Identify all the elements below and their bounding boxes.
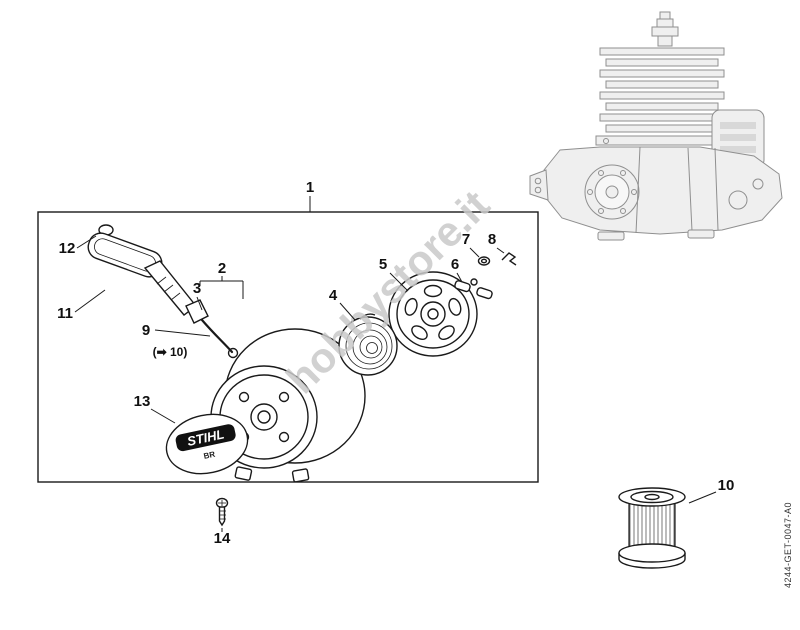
callout-7[interactable]: 7 — [462, 231, 480, 258]
spark-plug-illustration — [651, 11, 679, 47]
stihl-logo-band — [175, 424, 236, 452]
washer — [477, 256, 491, 266]
callout-5[interactable]: 5 — [379, 256, 409, 292]
callout-14[interactable]: 14 — [214, 528, 231, 547]
callout-11-label[interactable]: 11 — [57, 305, 73, 322]
starter-pulley — [388, 271, 478, 357]
callout-8[interactable]: 8 — [488, 231, 505, 254]
starter-rope — [200, 318, 234, 354]
callout-6[interactable]: 6 — [451, 256, 463, 283]
callout-14-label[interactable]: 14 — [214, 530, 231, 547]
crankcase-illustration — [529, 146, 783, 241]
callout-8-label[interactable]: 8 — [488, 231, 496, 248]
callout-3[interactable]: 3 — [193, 280, 203, 311]
document-code: 4244-GET-0047-A0 — [783, 502, 793, 588]
callout-9-label[interactable]: 9 — [142, 322, 150, 339]
cylinder-illustration — [595, 47, 729, 146]
callout-1-label[interactable]: 1 — [306, 179, 314, 196]
callout-10[interactable]: 10 — [688, 477, 735, 504]
callout-3-label[interactable]: 3 — [193, 280, 201, 297]
screw — [215, 497, 229, 527]
callout-4-label[interactable]: 4 — [329, 287, 338, 304]
assembly-boundary-box — [37, 211, 539, 483]
callout-6-label[interactable]: 6 — [451, 256, 459, 273]
callout-10-label[interactable]: 10 — [718, 477, 735, 494]
callout-12[interactable]: 12 — [59, 235, 97, 257]
callout-12-label[interactable]: 12 — [59, 240, 76, 257]
rope-spool — [618, 487, 686, 569]
callout-13-label[interactable]: 13 — [134, 393, 151, 410]
spring-clip — [501, 252, 517, 266]
pawl-kit — [454, 278, 493, 300]
engine-assembly-illustration — [529, 11, 783, 241]
rewind-spring — [338, 313, 398, 376]
callout-9-reference[interactable]: (➡ 10) — [153, 345, 188, 359]
callout-13[interactable]: 13 — [134, 393, 176, 424]
callout-7-label[interactable]: 7 — [462, 231, 470, 248]
callout-4[interactable]: 4 — [329, 287, 356, 321]
callout-11[interactable]: 11 — [57, 289, 106, 322]
callout-1[interactable]: 1 — [306, 179, 314, 212]
fan-cover-disc: STIHL BR — [165, 413, 249, 475]
model-label: BR — [203, 450, 216, 461]
callout-9[interactable]: 9 (➡ 10) — [142, 322, 211, 359]
starter-grip — [87, 224, 197, 316]
rope-bushing — [185, 299, 209, 324]
callout-2-label[interactable]: 2 — [218, 260, 226, 277]
callout-5-label[interactable]: 5 — [379, 256, 387, 273]
callout-2[interactable]: 2 — [199, 260, 244, 299]
